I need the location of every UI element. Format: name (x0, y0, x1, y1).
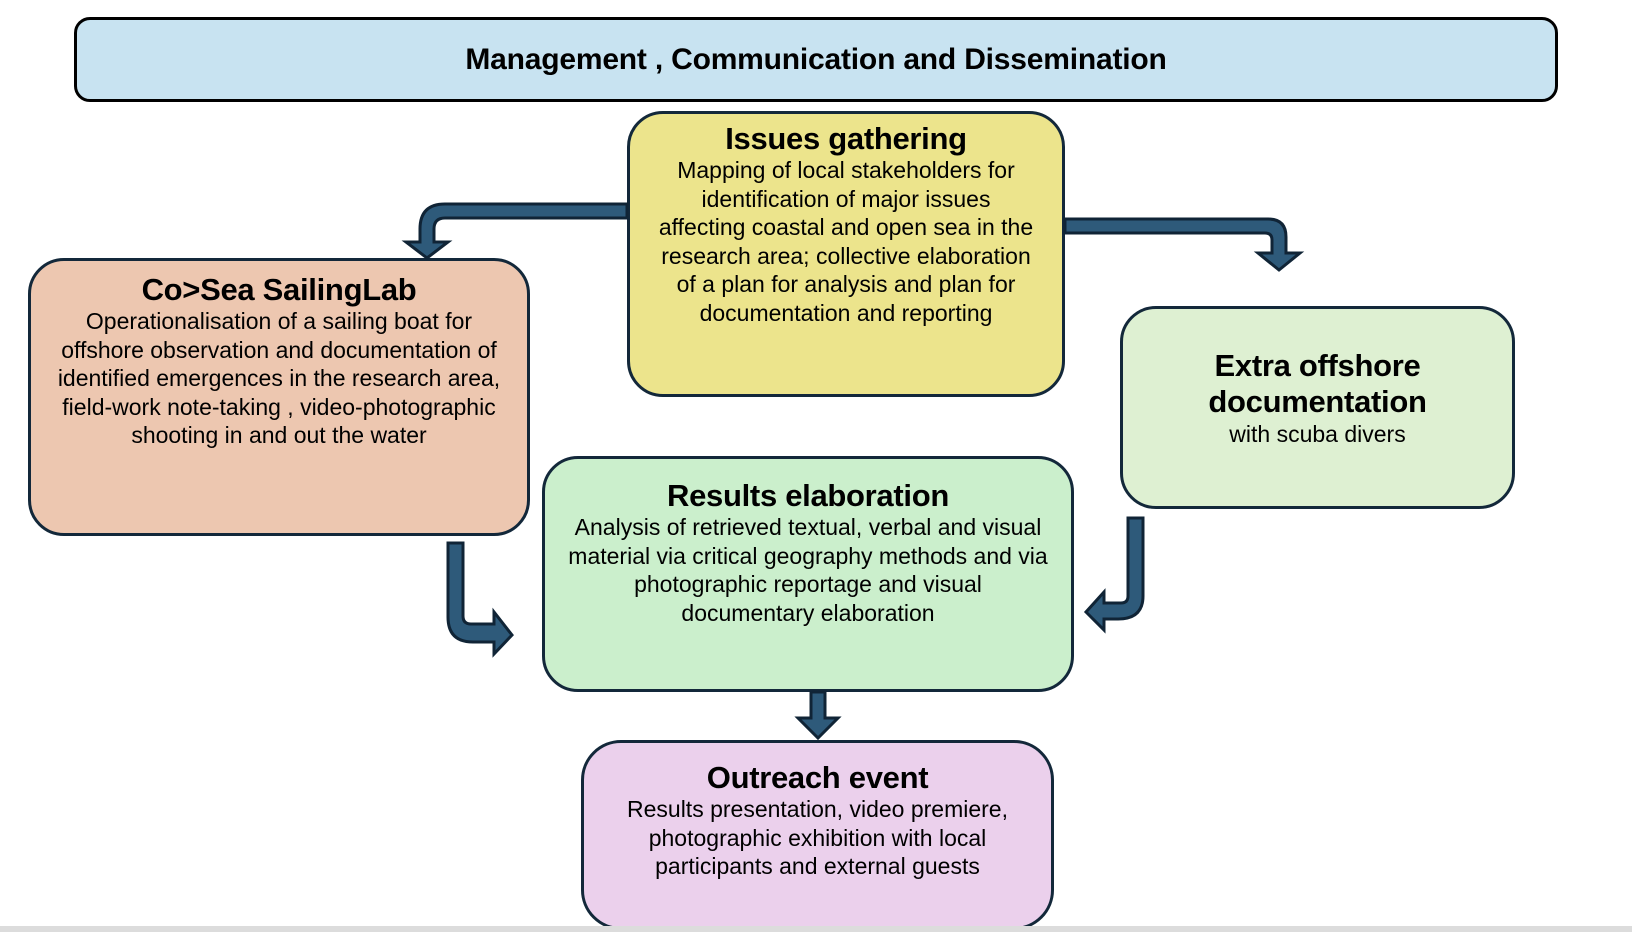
arrow-sailinglab-to-results (446, 541, 514, 658)
node-title: Issues gathering (725, 121, 967, 156)
banner-title: Management , Communication and Dissemina… (465, 42, 1167, 76)
node-description: Mapping of local stakeholders for identi… (658, 157, 1034, 326)
arrow-results-to-outreach (794, 690, 842, 741)
node-outreach-event: Outreach event Results presentation, vid… (581, 740, 1054, 930)
node-title: Co>Sea SailingLab (141, 272, 417, 307)
node-description: Analysis of retrieved textual, verbal an… (568, 514, 1048, 626)
arrow-issues-to-extra (1063, 217, 1305, 272)
node-description: Results presentation, video premiere, ph… (627, 796, 1008, 879)
node-extra-offshore-documentation: Extra offshore documentation with scuba … (1120, 306, 1515, 509)
node-results-elaboration: Results elaboration Analysis of retrieve… (542, 456, 1074, 692)
bottom-edge (0, 926, 1632, 932)
node-description: Operationalisation of a sailing boat for… (57, 308, 501, 448)
arrow-issues-to-sailinglab (401, 202, 629, 260)
node-title: Results elaboration (667, 478, 949, 513)
arrow-extra-to-results (1083, 516, 1145, 634)
node-title: Extra offshore documentation (1208, 348, 1427, 420)
node-issues-gathering: Issues gathering Mapping of local stakeh… (627, 111, 1065, 397)
management-banner: Management , Communication and Dissemina… (74, 17, 1558, 102)
node-description: with scuba divers (1229, 421, 1406, 448)
node-cosea-sailinglab: Co>Sea SailingLab Operationalisation of … (28, 258, 530, 536)
node-title: Outreach event (706, 760, 929, 795)
